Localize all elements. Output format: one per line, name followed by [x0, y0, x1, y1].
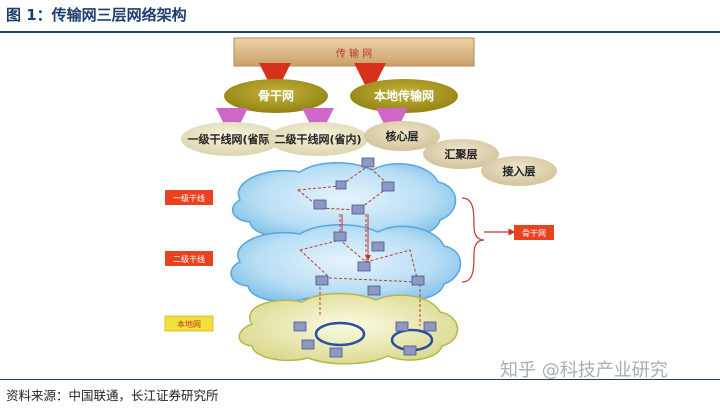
backbone-oval — [224, 79, 328, 113]
watermark: 知乎 @科技产业研究 — [500, 360, 668, 381]
level2-trunk-tag — [165, 251, 213, 266]
transport-network-label: 传 输 网 — [336, 47, 372, 60]
aggregation-layer-oval — [423, 139, 499, 169]
level1-trunk-tag — [165, 190, 213, 205]
local-network-tag — [164, 315, 214, 332]
router-icons — [293, 157, 437, 358]
source-note: 资料来源：中国联通，长江证券研究所 — [6, 388, 219, 403]
backbone-brace — [461, 197, 485, 283]
backbone-label: 骨干网 — [258, 89, 294, 103]
backbone-tag-label: 骨干网 — [522, 229, 546, 238]
level2-trunk-label: 二级干线网(省内) — [274, 132, 361, 146]
network-architecture-diagram: 传 输 网 骨干网 本地传输网 一级干线网(省际) 二级干线网(省内) 核心层 … — [164, 37, 557, 365]
local-network-label: 本地传输网 — [374, 88, 434, 103]
core-layer-label: 核心层 — [386, 129, 419, 143]
source-rule — [0, 379, 720, 380]
level1-trunk-label: 一级干线网(省际) — [187, 132, 274, 146]
local-network-tag-label: 本地网 — [177, 319, 201, 329]
core-layer-oval — [364, 121, 440, 151]
local-network-oval — [350, 79, 458, 113]
access-layer-oval — [481, 156, 557, 186]
level2-trunk-oval — [268, 122, 368, 156]
backbone-tag — [514, 225, 554, 240]
access-layer-label: 接入层 — [503, 164, 536, 178]
aggregation-layer-label: 汇聚层 — [445, 148, 478, 161]
level2-trunk-cloud — [230, 224, 462, 306]
title-rule — [0, 31, 720, 33]
level1-trunk-tag-label: 一级干线 — [173, 193, 205, 203]
figure-title: 图 1：传输网三层网络架构 — [6, 6, 187, 24]
transport-network-bar — [233, 37, 475, 67]
level2-trunk-tag-label: 二级干线 — [173, 254, 205, 264]
level1-trunk-oval — [181, 122, 281, 156]
